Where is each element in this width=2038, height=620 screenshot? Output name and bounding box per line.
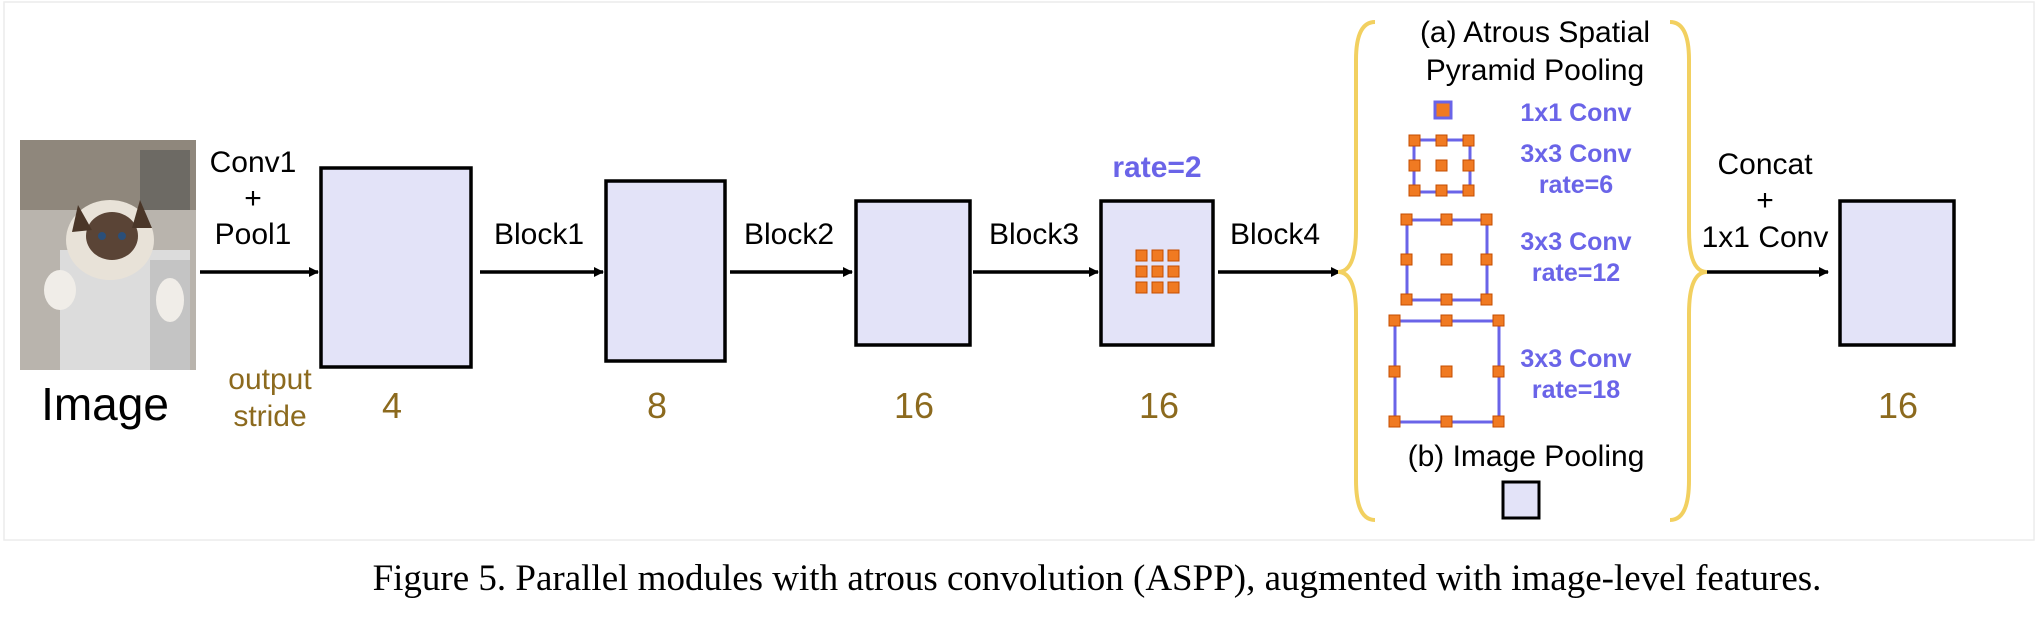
aspp-branch-1-label: 1x1 Conv — [1520, 99, 1631, 127]
stem-label-line1: Conv1 — [210, 146, 297, 179]
aspp-branch-1x1 — [1433, 100, 1453, 120]
feature-map-stride8 — [604, 179, 727, 363]
feature-map-stride16-a — [854, 199, 972, 347]
aspp-branch-4-label-line2: rate=18 — [1532, 376, 1620, 404]
aspp-title-line2: Pyramid Pooling — [1426, 54, 1644, 87]
stride-value-3: 16 — [894, 385, 934, 426]
block3-label: Block3 — [989, 218, 1079, 251]
stride-value-2: 8 — [647, 385, 667, 426]
aspp-branch-rate12 — [1400, 213, 1493, 306]
aspp-branch-2-label-line2: rate=6 — [1539, 171, 1613, 199]
aspp-left-brace — [1337, 20, 1376, 522]
block4-label: Block4 — [1230, 218, 1320, 251]
concat-label-line3: 1x1 Conv — [1702, 221, 1829, 254]
rate-label: rate=2 — [1112, 151, 1201, 184]
aspp-branch-4-label-line1: 3x3 Conv — [1520, 345, 1631, 373]
figure-caption: Figure 5. Parallel modules with atrous c… — [373, 558, 1822, 599]
input-label: Image — [41, 378, 169, 430]
output-stride-label-line2: stride — [233, 400, 306, 433]
diagram-frame — [3, 1, 2035, 541]
rate2-kernel — [1135, 249, 1180, 294]
feature-map-stride4 — [319, 166, 473, 369]
block1-label: Block1 — [494, 218, 584, 251]
aspp-branch-2-label-line1: 3x3 Conv — [1520, 140, 1631, 168]
block2-label: Block2 — [744, 218, 834, 251]
aspp-branch-rate18 — [1388, 314, 1505, 428]
stride-value-5: 16 — [1878, 385, 1918, 426]
stem-label-line2: + — [244, 182, 262, 215]
stem-label-line3: Pool1 — [215, 218, 292, 251]
output-stride-label-line1: output — [228, 363, 312, 396]
image-pooling-label: (b) Image Pooling — [1408, 440, 1645, 473]
concat-label-line2: + — [1756, 184, 1774, 217]
aspp-branch-rate6 — [1408, 134, 1475, 197]
concat-label-line1: Concat — [1717, 148, 1813, 181]
aspp-branch-3-label-line1: 3x3 Conv — [1520, 228, 1631, 256]
aspp-title-line1: (a) Atrous Spatial — [1420, 16, 1650, 49]
stride-value-1: 4 — [382, 385, 402, 426]
image-pooling-box — [1501, 480, 1541, 520]
feature-map-output — [1838, 199, 1956, 347]
input-image — [20, 140, 196, 370]
aspp-right-brace — [1669, 20, 1708, 522]
stride-value-4: 16 — [1139, 385, 1179, 426]
aspp-branch-3-label-line2: rate=12 — [1532, 259, 1620, 287]
